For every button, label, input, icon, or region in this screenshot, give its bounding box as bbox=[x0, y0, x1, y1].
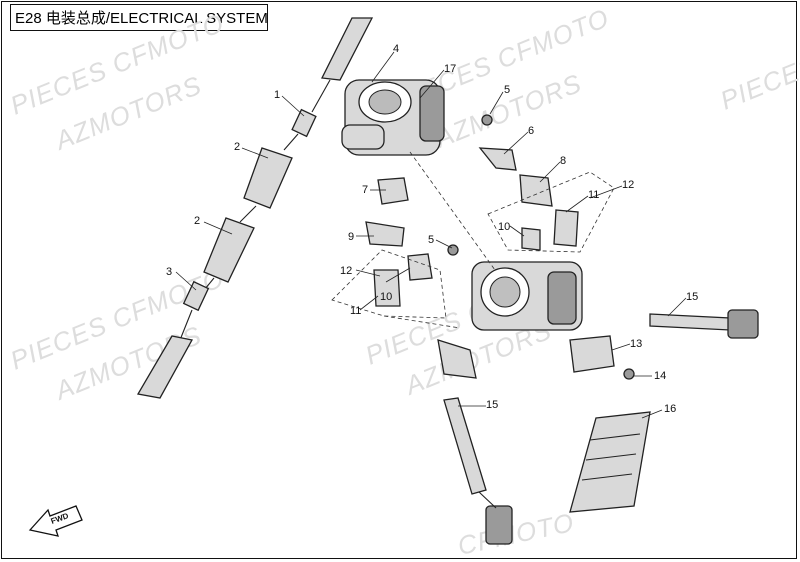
callout-2-upper: 2 bbox=[234, 141, 240, 153]
callout-15-bottom: 15 bbox=[486, 399, 498, 411]
diagram-title: E28 电装总成/ELECTRICAL SYSTEM bbox=[10, 4, 268, 31]
sensor-8 bbox=[519, 174, 553, 207]
callout-7: 7 bbox=[362, 184, 368, 196]
callout-16: 16 bbox=[664, 403, 676, 415]
o2-sensor-bottom bbox=[443, 397, 513, 545]
callout-9: 9 bbox=[348, 231, 354, 243]
watermark-10: CFMOTO bbox=[455, 507, 577, 561]
assembly-lines bbox=[331, 151, 615, 329]
callout-4: 4 bbox=[393, 43, 399, 55]
callout-10-right: 10 bbox=[498, 221, 510, 233]
callout-numbers: 1 2 2 3 4 17 5 6 8 7 9 12 11 10 5 12 11 … bbox=[166, 43, 698, 415]
callout-11-right: 11 bbox=[588, 189, 599, 201]
callout-8: 8 bbox=[560, 155, 566, 167]
connector-3 bbox=[182, 280, 210, 312]
callout-12-right: 12 bbox=[622, 179, 634, 191]
watermark-9: PIECES bbox=[716, 50, 800, 116]
bracket-lower bbox=[437, 339, 477, 379]
callout-5-upper: 5 bbox=[504, 84, 510, 96]
ecu-16 bbox=[569, 411, 651, 513]
callout-6: 6 bbox=[528, 125, 534, 137]
callout-5-lower: 5 bbox=[428, 234, 434, 246]
callout-14: 14 bbox=[654, 370, 666, 382]
throttle-body-lower bbox=[437, 261, 583, 379]
forward-arrow-icon bbox=[28, 505, 83, 537]
bracket-6 bbox=[478, 147, 517, 171]
sensor-9 bbox=[365, 221, 405, 247]
callout-17: 17 bbox=[444, 63, 456, 75]
throttle-body-4 bbox=[341, 79, 445, 156]
injector-11-left bbox=[373, 269, 401, 307]
callout-15-right: 15 bbox=[686, 291, 698, 303]
o2-sensor-right bbox=[649, 309, 759, 339]
fwd-arrow-badge: FWD bbox=[28, 505, 83, 537]
injector-11-right bbox=[553, 209, 579, 247]
clip-10-left bbox=[407, 253, 433, 281]
left-cable-assembly bbox=[136, 17, 374, 399]
callout-2-lower: 2 bbox=[194, 215, 200, 227]
cable-grip-bottom bbox=[136, 335, 193, 399]
sensor-13 bbox=[569, 335, 615, 373]
callout-12-left: 12 bbox=[340, 265, 352, 277]
nut-14 bbox=[623, 368, 635, 380]
clip-10-right bbox=[521, 227, 541, 251]
callout-1: 1 bbox=[274, 89, 280, 101]
leader-lines bbox=[175, 51, 687, 419]
callout-10-left: 10 bbox=[380, 291, 392, 303]
connector-2-lower bbox=[203, 217, 255, 283]
connector-2-upper bbox=[243, 147, 293, 209]
callout-11-left: 11 bbox=[350, 305, 361, 317]
callout-13: 13 bbox=[630, 338, 642, 350]
clip-7 bbox=[377, 177, 409, 205]
callout-3: 3 bbox=[166, 266, 172, 278]
small-parts bbox=[365, 114, 635, 380]
nut-5-upper bbox=[481, 114, 493, 126]
cable-grip-top bbox=[321, 17, 374, 81]
connector-1 bbox=[291, 108, 317, 138]
